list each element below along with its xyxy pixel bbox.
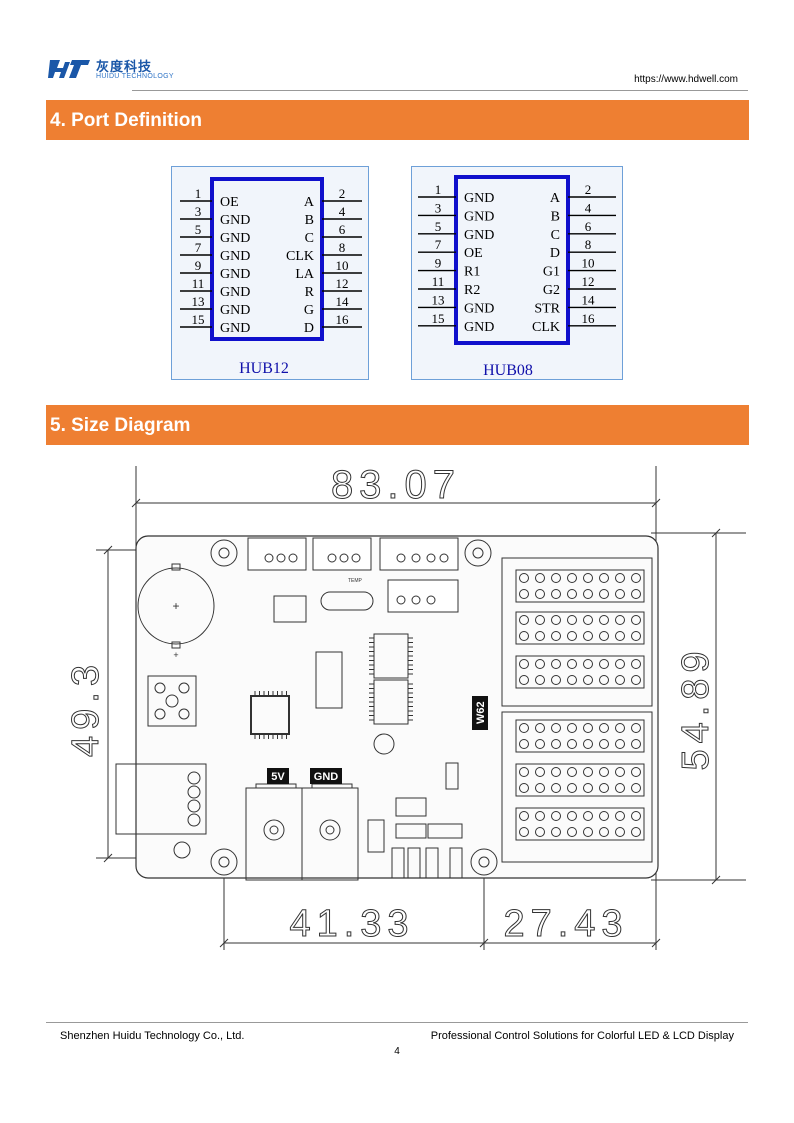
hub08-pin-label: OE — [464, 246, 483, 261]
size-diagram: 83.07 49.3 54.89 41.33 27.43 + + — [65, 458, 746, 958]
label-gnd: GND — [314, 771, 339, 783]
hub12-pin-label: GND — [220, 321, 250, 336]
hub12-pin-label: GND — [220, 213, 250, 228]
board-model-label: W62 — [475, 701, 487, 724]
hub12-pin-label: GND — [220, 267, 250, 282]
hub08-pin-number: 1 — [435, 182, 442, 197]
hub12-pin-number: 15 — [192, 312, 205, 327]
hub12-pin-number: 13 — [192, 294, 205, 309]
hub08-pin-label: GND — [464, 301, 494, 316]
hub08-pin-label: GND — [464, 320, 494, 335]
hub12-pin-number: 2 — [339, 186, 346, 201]
hub08-title: HUB08 — [483, 362, 533, 379]
svg-text:+: + — [173, 650, 178, 660]
footer-company: Shenzhen Huidu Technology Co., Ltd. — [60, 1030, 245, 1042]
hub12-pin-label: GND — [220, 231, 250, 246]
hub08-pin-label: G2 — [543, 283, 560, 298]
hub12-pin-label: R — [305, 285, 315, 300]
hub08-pin-number: 12 — [582, 274, 595, 289]
temp-connector-label: TEMP — [348, 578, 363, 584]
label-5v: 5V — [271, 771, 285, 783]
hub12-pin-number: 7 — [195, 240, 202, 255]
hub12-pin-label: OE — [220, 195, 239, 210]
hub08-pin-label: R1 — [464, 265, 480, 280]
hub12-pin-number: 1 — [195, 186, 202, 201]
hub08-pin-label: B — [551, 209, 560, 224]
hub08-pin-number: 2 — [585, 182, 592, 197]
hub08-pin-number: 4 — [585, 200, 592, 215]
hub12-pin-number: 6 — [339, 222, 346, 237]
hub08-pin-label: GND — [464, 228, 494, 243]
hub08-pin-number: 5 — [435, 219, 442, 234]
dimension-height-left: 49.3 — [65, 659, 107, 757]
hub08-pin-number: 11 — [432, 274, 445, 289]
hub08-pin-number: 10 — [582, 256, 595, 271]
hub12-pin-number: 9 — [195, 258, 202, 273]
hub08-pin-number: 8 — [585, 237, 592, 252]
hub12-title: HUB12 — [239, 360, 289, 377]
hub08-pin-number: 15 — [432, 311, 445, 326]
hub08-pin-number: 9 — [435, 256, 442, 271]
dimension-bottom-left: 41.33 — [289, 903, 414, 945]
hub08-pin-number: 16 — [582, 311, 596, 326]
hub12-pin-label: D — [304, 321, 314, 336]
hub12-pin-label: G — [304, 303, 314, 318]
hub12-pin-number: 4 — [339, 204, 346, 219]
hub08-pin-number: 6 — [585, 219, 592, 234]
footer-slogan: Professional Control Solutions for Color… — [430, 1030, 734, 1042]
hub12-pin-number: 14 — [336, 294, 350, 309]
hub12-pin-label: GND — [220, 249, 250, 264]
hub08-pin-label: C — [551, 228, 560, 243]
hub08-pin-label: GND — [464, 209, 494, 224]
hub12-pin-label: GND — [220, 303, 250, 318]
hub08-pin-label: CLK — [532, 320, 560, 335]
section-heading-port-definition: 4. Port Definition — [46, 100, 749, 140]
hub12-pin-number: 10 — [336, 258, 349, 273]
hub08-pin-label: R2 — [464, 283, 480, 298]
hub08-pin-label: A — [550, 191, 561, 206]
hub08-pin-number: 3 — [435, 200, 442, 215]
dimension-height-right: 54.89 — [675, 645, 717, 770]
hub12-pin-number: 12 — [336, 276, 349, 291]
hub12-pin-number: 8 — [339, 240, 346, 255]
hub08-pin-label: G1 — [543, 265, 560, 280]
dimension-width: 83.07 — [331, 463, 461, 507]
hub12-pin-label: CLK — [286, 249, 314, 264]
hub08-pin-label: D — [550, 246, 560, 261]
hub12-pin-label: LA — [295, 267, 315, 282]
logo-chinese-name: 灰度科技 — [96, 59, 153, 74]
svg-text:+: + — [172, 599, 179, 613]
logo-mark-icon — [48, 60, 90, 78]
header-url[interactable]: https://www.hdwell.com — [634, 74, 738, 85]
section-heading-size-diagram: 5. Size Diagram — [46, 405, 749, 445]
page-number: 4 — [394, 1046, 400, 1057]
hub12-pin-label: A — [304, 195, 315, 210]
hub12-pin-label: GND — [220, 285, 250, 300]
footer-divider — [46, 1022, 748, 1023]
header-divider — [132, 90, 748, 91]
hub12-pin-number: 11 — [192, 276, 205, 291]
hub12-pin-number: 5 — [195, 222, 202, 237]
dimension-bottom-right: 27.43 — [503, 903, 628, 945]
hub08-pin-number: 7 — [435, 237, 442, 252]
hub08-pin-label: STR — [534, 301, 560, 316]
hub12-pin-label: C — [305, 231, 314, 246]
hub08-pin-label: GND — [464, 191, 494, 206]
hub08-pin-number: 13 — [432, 292, 445, 307]
hub12-pin-number: 3 — [195, 204, 202, 219]
company-logo: 灰度科技 HUIDU TECHNOLOGY — [48, 52, 188, 86]
logo-english-name: HUIDU TECHNOLOGY — [96, 73, 174, 80]
hub12-pin-label: B — [305, 213, 314, 228]
hub08-pin-number: 14 — [582, 292, 596, 307]
hub12-pin-number: 16 — [336, 312, 350, 327]
